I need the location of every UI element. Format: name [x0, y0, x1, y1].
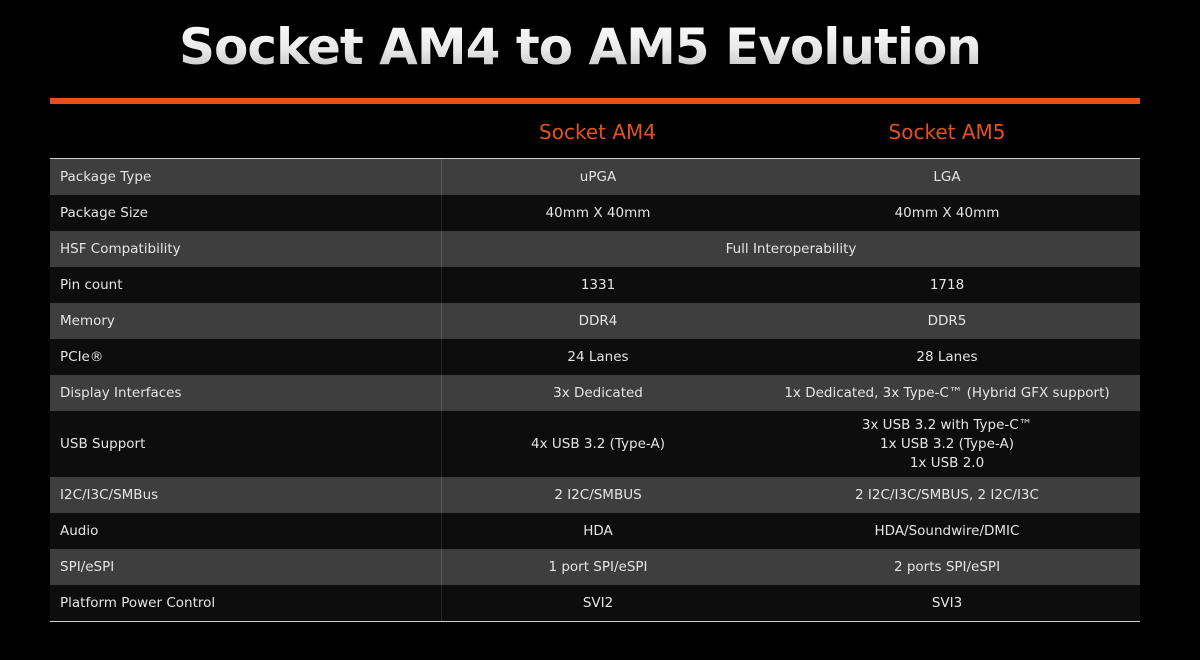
table-row: Memory DDR4 DDR5 [50, 303, 1140, 339]
row-label: Audio [60, 523, 99, 539]
table-row: Display Interfaces 3x Dedicated 1x Dedic… [50, 375, 1140, 411]
am4-value: 4x USB 3.2 (Type-A) [441, 411, 754, 477]
row-label: USB Support [60, 436, 146, 452]
am5-value: HDA/Soundwire/DMIC [874, 522, 1020, 539]
am5-value: 2 ports SPI/eSPI [893, 558, 1001, 575]
column-header-am5: Socket AM5 [888, 120, 1006, 144]
table-row: USB Support 4x USB 3.2 (Type-A) 3x USB 3… [50, 411, 1140, 477]
row-label: PCIe® [60, 349, 104, 365]
am5-value: SVI3 [931, 594, 963, 611]
table-row: Audio HDA HDA/Soundwire/DMIC [50, 513, 1140, 549]
am5-value: 2 I2C/I3C/SMBUS, 2 I2C/I3C [855, 486, 1039, 503]
table-row: Package Type uPGA LGA [50, 159, 1140, 195]
row-label: I2C/I3C/SMBus [60, 487, 159, 503]
table-row: SPI/eSPI 1 port SPI/eSPI 2 ports SPI/eSP… [50, 549, 1140, 585]
am5-value: 1718 [929, 276, 965, 293]
am4-value: SVI2 [441, 585, 754, 621]
am5-value: 3x USB 3.2 with Type-C™ 1x USB 3.2 (Type… [754, 411, 1140, 477]
row-label: Memory [60, 313, 115, 329]
row-label: Package Size [60, 205, 148, 221]
am4-value: 1 port SPI/eSPI [441, 549, 754, 585]
am4-value: HDA [441, 513, 754, 549]
am5-value: 28 Lanes [916, 348, 978, 365]
am5-value-line: 1x USB 2.0 [909, 454, 985, 471]
table-row: PCIe® 24 Lanes 28 Lanes [50, 339, 1140, 375]
am4-value: 24 Lanes [441, 339, 754, 375]
am4-value: 1331 [441, 267, 754, 303]
row-label: Pin count [60, 277, 123, 293]
row-label: SPI/eSPI [60, 559, 115, 575]
am5-value: 1x Dedicated, 3x Type-C™ (Hybrid GFX sup… [784, 384, 1110, 401]
table-row: Package Size 40mm X 40mm 40mm X 40mm [50, 195, 1140, 231]
row-label: Display Interfaces [60, 385, 182, 401]
table-row: Pin count 1331 1718 [50, 267, 1140, 303]
table-row: HSF Compatibility Full Interoperability [50, 231, 1140, 267]
row-label: Platform Power Control [60, 595, 216, 611]
am5-value-line: 3x USB 3.2 with Type-C™ [861, 416, 1033, 433]
shared-value: Full Interoperability [441, 231, 1140, 267]
page-title: Socket AM4 to AM5 Evolution [0, 18, 1160, 76]
column-headers: Socket AM4 Socket AM5 [50, 114, 1140, 150]
am5-value-line: 1x USB 3.2 (Type-A) [880, 435, 1014, 452]
accent-divider [50, 98, 1140, 104]
table-row: Platform Power Control SVI2 SVI3 [50, 585, 1140, 621]
am4-value: uPGA [441, 159, 754, 195]
am5-value: 40mm X 40mm [894, 204, 1000, 221]
am4-value: 3x Dedicated [441, 375, 754, 411]
am4-value: 2 I2C/SMBUS [441, 477, 754, 513]
am4-value: DDR4 [441, 303, 754, 339]
row-label: Package Type [60, 169, 152, 185]
am4-value: 40mm X 40mm [441, 195, 754, 231]
am5-value: DDR5 [927, 312, 967, 329]
column-header-am4: Socket AM4 [539, 120, 656, 144]
row-label: HSF Compatibility [60, 241, 181, 257]
spec-table: Package Type uPGA LGA Package Size 40mm … [50, 158, 1140, 622]
am5-value: LGA [933, 168, 961, 185]
table-row: I2C/I3C/SMBus 2 I2C/SMBUS 2 I2C/I3C/SMBU… [50, 477, 1140, 513]
